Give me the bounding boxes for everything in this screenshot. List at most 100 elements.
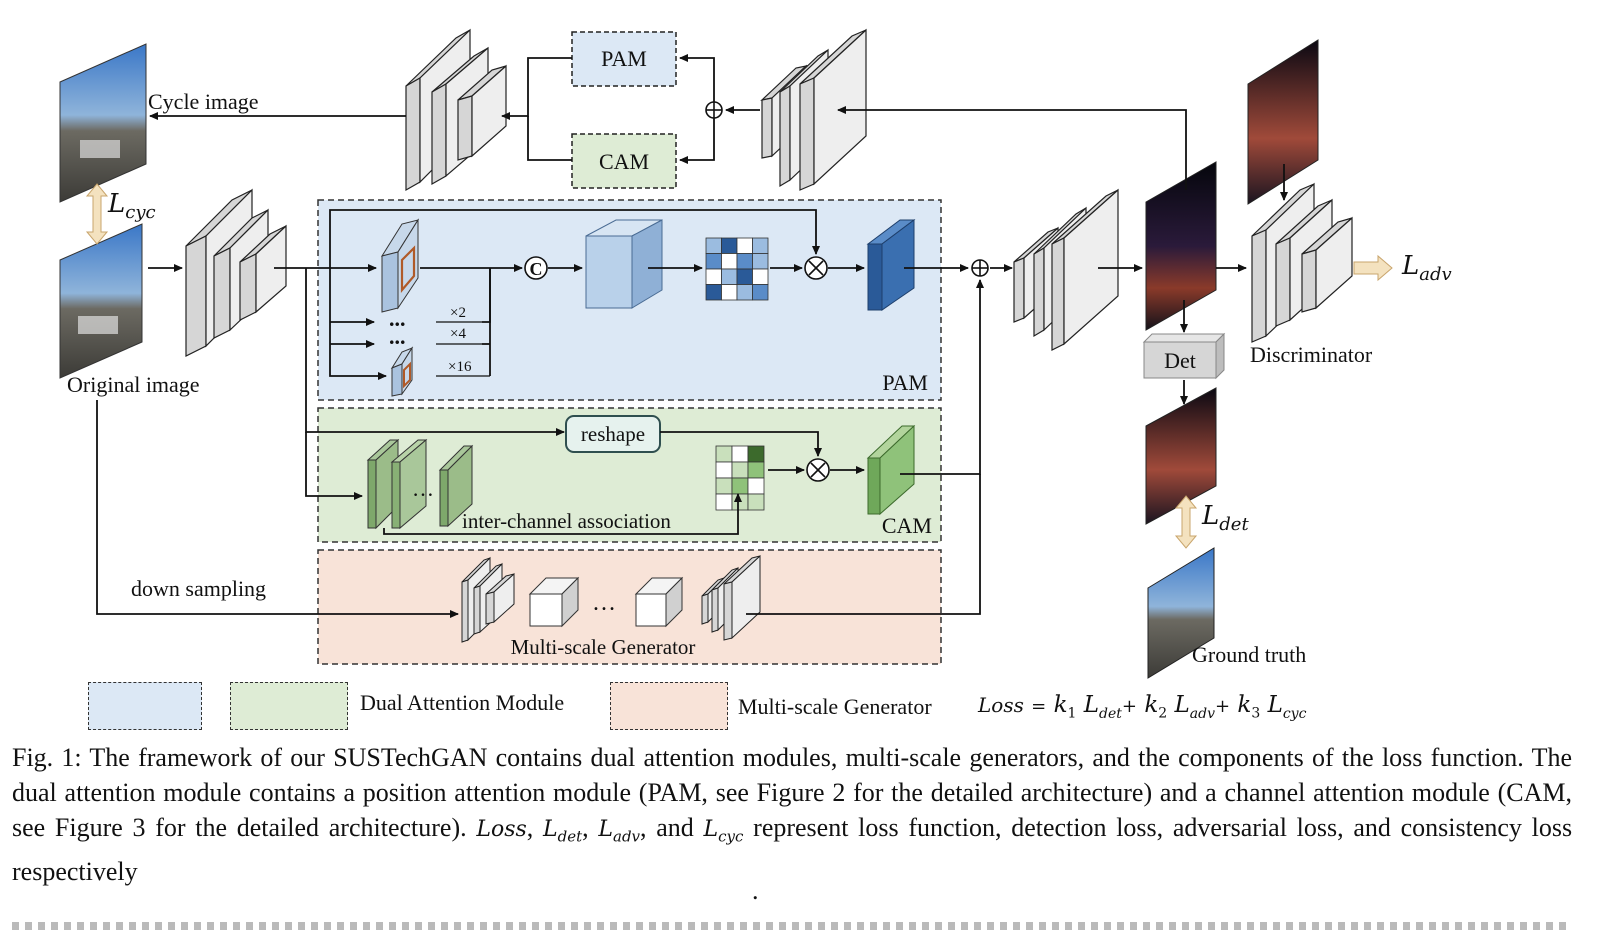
decoder-block: [1013, 188, 1119, 351]
caption-part-1: Fig. 1: The framework of our SUSTechGAN …: [12, 743, 1572, 842]
attention-cell: [705, 237, 722, 254]
attention-cell: [731, 477, 749, 495]
attention-cell: [705, 284, 722, 301]
cam-top-box: [571, 133, 677, 189]
cam-region-label: CAM: [882, 513, 932, 538]
pam-attention-map: [705, 237, 769, 301]
cam-attention-map: [715, 445, 765, 511]
discriminator-label: Discriminator: [1250, 342, 1373, 367]
legend-generator-swatch: [610, 682, 728, 730]
attention-cell: [715, 445, 733, 463]
attention-cell: [721, 253, 738, 270]
cam-multiply-icon: [806, 458, 830, 482]
attention-cell: [736, 253, 753, 270]
attention-cell: [715, 493, 733, 511]
concat-icon: C: [524, 256, 548, 280]
generator-cube-2: [634, 576, 684, 628]
scale-x16-label: ×16: [448, 359, 472, 375]
detection-image: [1145, 387, 1217, 525]
ground-truth-label: Ground truth: [1192, 642, 1306, 667]
pam-multiply-icon: [804, 256, 828, 280]
l-adv-label: Ladv: [1401, 251, 1452, 285]
cam-feature-stack: [366, 438, 474, 530]
adv-loss-arrow: [1353, 254, 1393, 282]
cropped-text-line: [0, 902, 1606, 930]
discriminator-block: [1251, 182, 1353, 343]
caption-part-2: represent loss function, detection loss,…: [12, 813, 1573, 887]
legend-dual-attention-label: Dual Attention Module: [360, 690, 565, 715]
attention-cell: [752, 268, 769, 285]
det-block: Det: [1142, 332, 1226, 380]
generator-dots: …: [592, 590, 616, 616]
attention-cell: [736, 284, 753, 301]
cam-dots: …: [412, 476, 434, 501]
attention-cell: [752, 237, 769, 254]
cycle-decoder-block: [405, 28, 507, 192]
attention-cell: [721, 284, 738, 301]
caption-loss: Loss: [476, 817, 527, 842]
cycle-image-label: Cycle image: [148, 89, 259, 114]
original-image: [59, 223, 143, 379]
scale-x2-label: ×2: [450, 305, 466, 321]
loss-equation: Loss = k1 Ldet+ k2 Ladv+ k3 Lcyc: [978, 692, 1307, 722]
generator-label: Multi-scale Generator: [511, 635, 696, 659]
inter-channel-label: inter-channel association: [462, 509, 671, 533]
caption-ldet: Ldet: [543, 817, 583, 846]
scale-x4-label: ×4: [450, 326, 466, 342]
svg-text:C: C: [530, 259, 543, 279]
generated-night-image: [1145, 161, 1217, 331]
pam-feature-small: [390, 346, 414, 397]
caption-lcyc: Lcyc: [703, 817, 744, 846]
attention-cell: [752, 253, 769, 270]
attention-cell: [721, 237, 738, 254]
sum-main-icon: [971, 259, 989, 277]
attention-cell: [747, 461, 765, 479]
attention-cell: [715, 477, 733, 495]
det-label: Det: [1164, 348, 1196, 373]
attention-cell: [747, 493, 765, 511]
legend-cam-swatch: [230, 682, 348, 730]
pam-feature-large: [380, 218, 420, 313]
legend-pam-swatch: [88, 682, 202, 730]
connection-lines: [96, 54, 1288, 618]
pam-region-label: PAM: [882, 370, 928, 395]
generator-input-block: [461, 556, 515, 643]
attention-cell: [715, 461, 733, 479]
attention-cell: [747, 445, 765, 463]
generator-cube-1: [528, 576, 580, 628]
original-image-label: Original image: [67, 372, 200, 397]
pam-dots-2: ...: [389, 324, 406, 349]
pam-cube: [585, 219, 663, 309]
attention-cell: [731, 493, 749, 511]
caption-ladv: Ladv: [598, 817, 641, 846]
attention-cell: [752, 284, 769, 301]
pam-dots-1: ...: [389, 306, 406, 331]
pam-top-label: PAM: [601, 46, 647, 71]
attention-cell: [747, 477, 765, 495]
l-cyc-label: Lcyc: [107, 189, 156, 223]
generator-output-block: [701, 554, 761, 641]
page-mark: .: [752, 876, 759, 905]
attention-cell: [731, 445, 749, 463]
cam-output-feature: [866, 424, 916, 516]
encoder-block: [185, 188, 287, 357]
legend: Dual Attention Module Multi-scale Genera…: [0, 680, 1606, 734]
sum-top-icon: [705, 101, 723, 119]
pam-output-feature: [866, 219, 916, 311]
ground-truth-image: [1147, 547, 1215, 679]
cycle-image: [59, 43, 147, 203]
framework-diagram: PAM CAM ... ... ×2 ×4 ×16 C: [59, 28, 1452, 679]
reshape-box[interactable]: [565, 415, 661, 453]
reshape-label: reshape: [581, 422, 645, 446]
figure-caption: Fig. 1: The framework of our SUSTechGAN …: [12, 743, 1573, 887]
l-det-label: Ldet: [1201, 501, 1249, 535]
attention-cell: [721, 268, 738, 285]
cycle-loss-arrow: [85, 183, 109, 245]
attention-cell: [731, 461, 749, 479]
down-sampling-label: down sampling: [131, 576, 266, 601]
attention-cell: [705, 253, 722, 270]
pam-top-box: [571, 31, 677, 87]
attention-cell: [705, 268, 722, 285]
generator-region: [317, 549, 942, 665]
attention-cell: [736, 268, 753, 285]
